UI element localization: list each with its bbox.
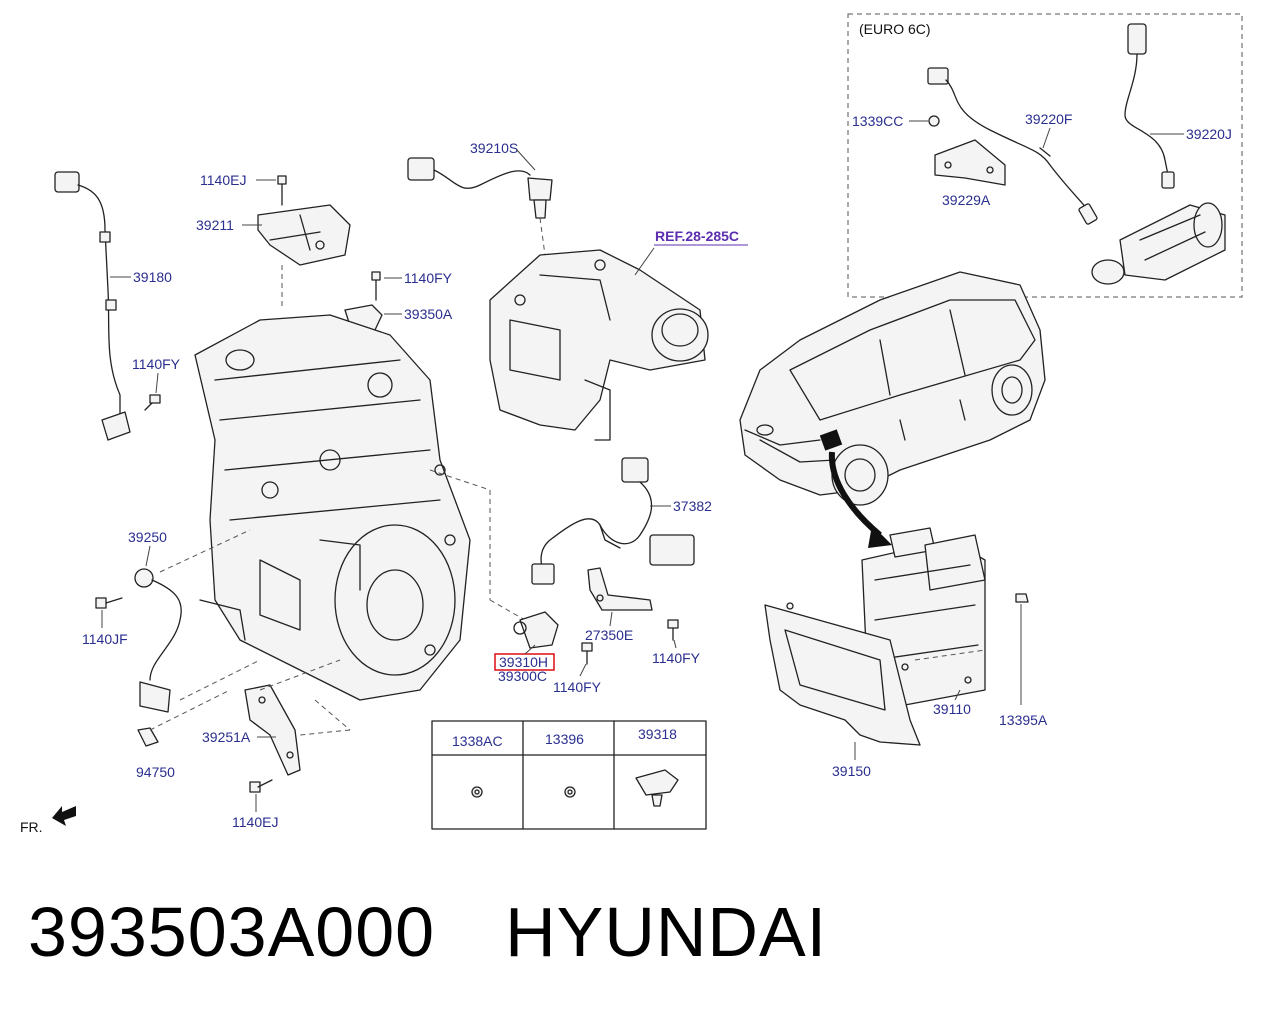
label-1140FY-c: 1140FY (553, 679, 602, 695)
sensor-39250: 39250 (128, 529, 251, 713)
label-1140JF: 1140JF (82, 631, 128, 647)
bracket-39251A: 39251A (179, 659, 341, 776)
label-39210S: 39210S (470, 140, 518, 156)
caption-part-number: 393503A000 (28, 893, 436, 971)
label-39300C: 39300C (498, 668, 547, 684)
label-39211: 39211 (196, 217, 234, 233)
sensor-39210S: 39210S (407, 140, 553, 256)
bracket-27350E: 27350E (585, 567, 653, 643)
bolt-1140FY-b: 1140FY (652, 619, 701, 666)
sensor-39318-icon (635, 769, 679, 807)
bracket-39211: 1140EJ 39211 (196, 172, 351, 310)
nut-13395A: 13395A (999, 593, 1048, 728)
caption: 393503A000 HYUNDAI (28, 892, 827, 972)
bolt-1140JF: 1140JF (82, 597, 128, 647)
engine-block (194, 314, 471, 701)
label-39180: 39180 (133, 269, 172, 285)
label-13395A: 13395A (999, 712, 1048, 728)
front-direction-indicator: FR. (20, 806, 76, 835)
highlight-box (494, 653, 555, 671)
bolt-1140EJ-bottom: 1140EJ (232, 779, 278, 830)
bolt-1140FY-left: 1140FY (132, 356, 181, 411)
label-1339CC: 1339CC (852, 113, 903, 129)
nut-1338AC-icon (471, 786, 483, 798)
label-1140EJ-bottom: 1140EJ (232, 814, 278, 830)
front-arrow-icon (52, 806, 76, 826)
parts-table: 1338AC 13396 39318 (431, 720, 707, 830)
car-illustration (739, 271, 1046, 548)
label-39250: 39250 (128, 529, 167, 545)
label-1140FY-a: 1140FY (404, 270, 453, 286)
label-39220F: 39220F (1025, 111, 1072, 127)
sensor-39220J (1124, 23, 1175, 189)
sensor-94750: 94750 (136, 689, 231, 780)
table-header-13396: 13396 (545, 731, 584, 747)
bracket-39150: 39150 (764, 602, 921, 779)
nut-1339CC (909, 115, 940, 127)
table-header-1338AC: 1338AC (452, 733, 503, 749)
euro6c-group: (EURO 6C) (847, 13, 1243, 298)
label-39229A: 39229A (942, 192, 991, 208)
label-39220J: 39220J (1186, 126, 1232, 142)
sensor-39220F (927, 67, 1098, 225)
label-37382: 37382 (673, 498, 712, 514)
label-1140EJ-top: 1140EJ (200, 172, 246, 188)
euro6c-frame (847, 13, 1243, 298)
label-39150: 39150 (832, 763, 871, 779)
sensor-39180: 39180 (54, 171, 172, 441)
bracket-39229A (934, 139, 1006, 186)
nut-13396-icon (564, 786, 576, 798)
label-euro6c: (EURO 6C) (859, 21, 931, 37)
label-94750: 94750 (136, 764, 175, 780)
label-1140FY-left: 1140FY (132, 356, 181, 372)
caption-brand: HYUNDAI (505, 893, 828, 971)
harness-37382: 37382 (531, 457, 712, 585)
table-header-39318: 39318 (638, 726, 677, 742)
label-27350E: 27350E (585, 627, 633, 643)
catalytic-converter (1091, 202, 1226, 285)
label-39350A: 39350A (404, 306, 453, 322)
label-ref: REF.28-285C (655, 228, 739, 244)
label-39310H: 39310H (499, 654, 548, 670)
label-39251A: 39251A (202, 729, 251, 745)
bolt-1140FY-c: 1140FY (553, 642, 602, 695)
label-fr: FR. (20, 819, 43, 835)
exhaust-manifold: REF.28-285C (489, 228, 748, 441)
label-39110: 39110 (933, 701, 971, 717)
label-1140FY-b: 1140FY (652, 650, 701, 666)
sensor-39310H: 39310H 39300C (494, 611, 559, 684)
